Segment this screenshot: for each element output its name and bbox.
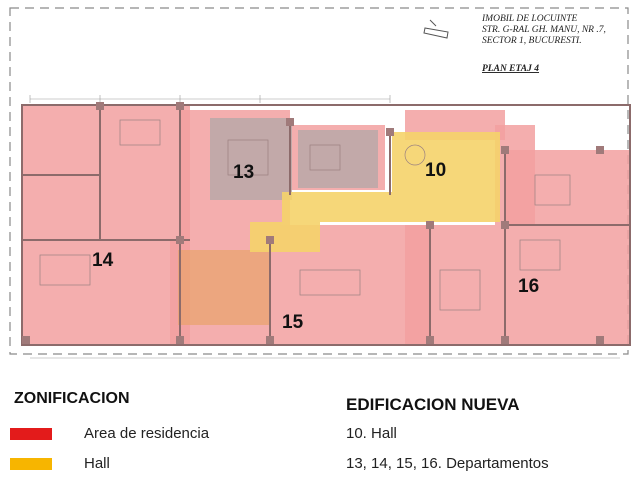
zone-label-14: 14 (92, 250, 114, 271)
site-border (9, 7, 629, 355)
hall-zone (250, 132, 500, 252)
zone-label-13: 13 (233, 162, 254, 183)
notes-line-1: 10. Hall (346, 425, 397, 442)
north-arrow-icon (423, 19, 449, 39)
dimension-lines (29, 95, 620, 359)
floor-plan: IMOBIL DE LOCUINTE STR. G-RAL GH. MANU, … (9, 7, 631, 359)
hall-swatch (10, 457, 52, 470)
floor-plan-drawing: IMOBIL DE LOCUINTE STR. G-RAL GH. MANU, … (9, 7, 631, 359)
notes-line-2: 13, 14, 15, 16. Departamentos (346, 455, 549, 472)
legend-label-residence: Area de residencia (84, 425, 210, 442)
residence-swatch (10, 427, 52, 440)
columns (22, 102, 604, 344)
legend-label-hall: Hall (84, 455, 110, 472)
legend-item-hall: Hall (10, 455, 110, 472)
plan-title: PLAN ETAJ 4 (482, 64, 539, 74)
unit-15-room (178, 250, 270, 325)
legend-item-residence: Area de residencia (10, 425, 209, 442)
gray-zone (210, 118, 378, 200)
legend-title: ZONIFICACION (14, 390, 130, 407)
zone-label-10: 10 (425, 160, 446, 181)
furniture (39, 119, 571, 311)
notes-title: EDIFICACION NUEVA (346, 395, 520, 414)
zone-label-16: 16 (518, 276, 539, 297)
header-line-3: SECTOR 1, BUCURESTI. (482, 36, 582, 46)
header-line-1: IMOBIL DE LOCUINTE (481, 14, 578, 24)
zone-label-15: 15 (282, 312, 304, 333)
walls (21, 104, 631, 346)
header-line-2: STR. G-RAL GH. MANU, NR .7, (482, 25, 606, 35)
